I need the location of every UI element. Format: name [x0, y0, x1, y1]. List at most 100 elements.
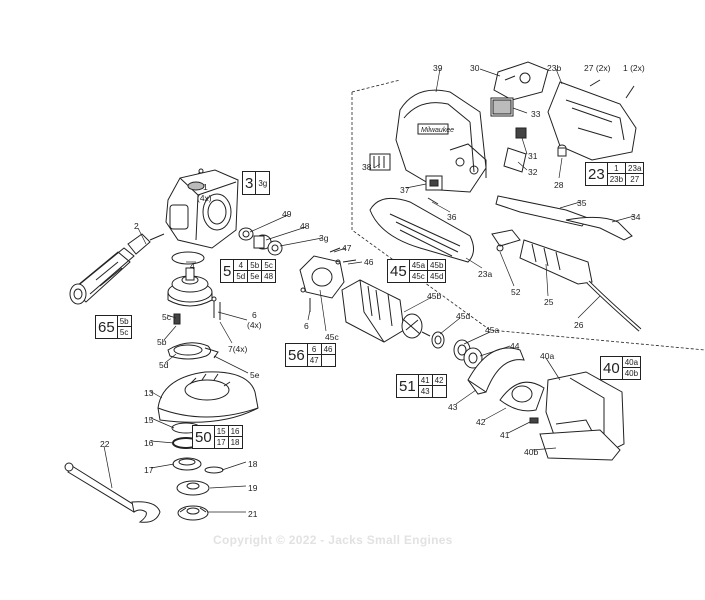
part-label-p1b: (4x): [197, 193, 212, 203]
part-label-p52: 52: [511, 287, 521, 297]
part-label-p48: 48: [300, 221, 310, 231]
kit-number: 50: [193, 426, 215, 448]
part-label-p37: 37: [400, 185, 410, 195]
kit-number: 3: [243, 172, 257, 194]
part-label-p16: 16: [144, 438, 154, 448]
part-label-p5b: 5b: [157, 337, 167, 347]
part-label-p13: 13: [144, 388, 154, 398]
part-label-p49: 49: [282, 209, 292, 219]
part-19: [176, 480, 210, 496]
kit-number: 40: [601, 357, 623, 379]
kit-component: 45a: [409, 260, 429, 271]
part-cover-23a: [369, 197, 474, 263]
kit-component: 5e: [248, 271, 263, 282]
kit-component: 17: [215, 437, 229, 448]
assembly-boundary: [351, 92, 705, 351]
kit-component: 5c: [119, 328, 129, 337]
brand-text: Milwaukee: [421, 127, 454, 134]
part-label-p43: 43: [448, 402, 458, 412]
part-label-p7: 7(4x): [228, 344, 248, 354]
part-label-p23b: 23b: [547, 63, 562, 73]
part-paddle-35: [495, 195, 589, 227]
part-36: [427, 197, 439, 205]
part-label-p28: 28: [554, 180, 564, 190]
part-bearing-49: [238, 227, 254, 241]
part-label-p35: 35: [577, 198, 587, 208]
part-label-p22: 22: [100, 439, 110, 449]
part-cord-inner: [587, 281, 641, 331]
part-label-p32: 32: [528, 167, 538, 177]
kit-number: 51: [397, 375, 419, 397]
part-45d: [431, 331, 445, 349]
part-1-screw: [625, 85, 635, 99]
part-label-p25: 25: [544, 297, 554, 307]
kit-number: 56: [286, 344, 308, 366]
part-label-p30: 30: [470, 63, 480, 73]
part-label-p15: 15: [144, 415, 154, 425]
kit-component: 1: [607, 163, 627, 174]
part-side-handle: [69, 233, 165, 305]
part-17: [172, 457, 202, 471]
part-37: [425, 175, 443, 191]
part-label-p5e: 5e: [250, 370, 260, 380]
part-label-p40a: 40a: [540, 351, 555, 361]
part-label-p19: 19: [248, 483, 258, 493]
kit-component: 47: [308, 355, 322, 366]
part-label-p45a: 45a: [485, 325, 500, 335]
kit-component: 27: [630, 175, 640, 184]
part-27-screw: [589, 79, 601, 87]
part-label-p23a: 23a: [478, 269, 493, 279]
copyright-watermark: Copyright © 2022 - Jacks Small Engines: [213, 533, 453, 547]
part-spindle-assembly: [167, 267, 213, 307]
kit-component: 5d: [234, 271, 249, 282]
part-label-p45c: 45c: [325, 332, 339, 342]
part-47-screw: [329, 247, 341, 253]
part-lever-34: [565, 216, 633, 241]
part-33: [490, 97, 514, 117]
part-31: [515, 127, 527, 139]
part-label-p45b: 45b: [427, 291, 442, 301]
kit-component: 41: [418, 375, 433, 386]
kit-component: 16: [228, 426, 242, 437]
kit-component: 23a: [626, 163, 644, 174]
part-strain-relief: [519, 239, 593, 285]
part-label-p41: 41: [500, 430, 510, 440]
part-label-p6a: 6: [252, 310, 257, 320]
part-label-p34: 34: [631, 212, 641, 222]
kit-number: 65: [96, 316, 118, 338]
part-screws-6-7: [211, 296, 221, 320]
part-bearing-plate: [299, 255, 345, 299]
kit-component: 4: [234, 260, 249, 271]
part-21: [177, 505, 209, 521]
part-label-p46: 46: [364, 257, 374, 267]
kit-component: 6: [307, 344, 322, 355]
part-label-p5c: 5c: [162, 312, 171, 322]
part-18: [204, 466, 224, 474]
part-clamp-ring: [167, 342, 219, 360]
part-label-p33: 33: [531, 109, 541, 119]
part-label-p38: 38: [362, 162, 372, 172]
kit-component: 45c: [410, 271, 429, 282]
part-44: [463, 347, 483, 369]
kit-component: 23b: [608, 174, 627, 185]
part-32: [503, 147, 527, 173]
part-main-housing: Milwaukee: [395, 89, 487, 193]
part-armature: [341, 279, 431, 343]
part-label-p1c: 1 (2x): [623, 63, 645, 73]
kit-number: 5: [221, 260, 235, 282]
kit-number: 45: [388, 260, 410, 282]
part-label-p45d: 45d: [456, 311, 471, 321]
part-3g: [267, 240, 283, 256]
part-42: [499, 381, 545, 412]
kit-component: 18: [230, 438, 240, 447]
part-label-p2: 2: [134, 221, 139, 231]
part-spanner-22: [64, 462, 161, 523]
kit-component: 5b: [248, 260, 263, 271]
part-41: [529, 417, 539, 424]
part-label-p42: 42: [476, 417, 486, 427]
part-label-p26: 26: [574, 320, 584, 330]
